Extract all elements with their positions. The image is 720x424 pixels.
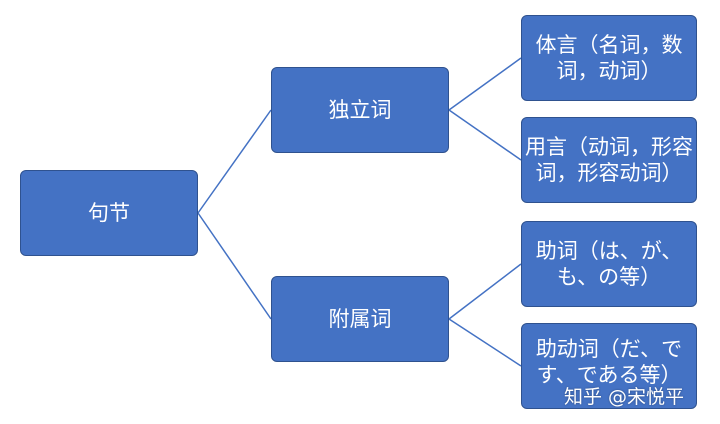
connector-root-to-dependent: [197, 212, 272, 320]
connector-dependent-to-particle: [448, 263, 522, 320]
node-yougen: 用言（动词，形容词，形容动词）: [521, 117, 697, 203]
node-particle: 助词（は、が、も、の等）: [521, 221, 697, 307]
node-root-label: 句节: [88, 200, 130, 225]
connector-dependent-to-aux-verb: [448, 318, 522, 367]
connector-independent-to-yougen: [448, 109, 522, 161]
node-dependent-word: 附属词: [271, 276, 449, 362]
node-root: 句节: [20, 170, 198, 256]
node-dependent-word-label: 附属词: [328, 306, 392, 331]
connector-root-to-independent: [197, 109, 272, 214]
node-particle-label: 助词（は、が、も、の等）: [535, 238, 683, 289]
node-auxiliary-verb-label: 助动词（だ、です、である等）: [535, 337, 683, 388]
connector-independent-to-taigen: [448, 57, 522, 111]
node-independent-word-label: 独立词: [328, 97, 392, 122]
node-yougen-label: 用言（动词，形容词，形容动词）: [525, 134, 693, 185]
node-taigen-label: 体言（名词，数词，动词）: [535, 32, 683, 83]
node-independent-word: 独立词: [271, 67, 449, 153]
node-taigen: 体言（名词，数词，动词）: [521, 15, 697, 101]
watermark: 知乎 @宋悦平: [564, 386, 685, 408]
node-auxiliary-verb: 助动词（だ、です、である等）: [521, 323, 697, 409]
